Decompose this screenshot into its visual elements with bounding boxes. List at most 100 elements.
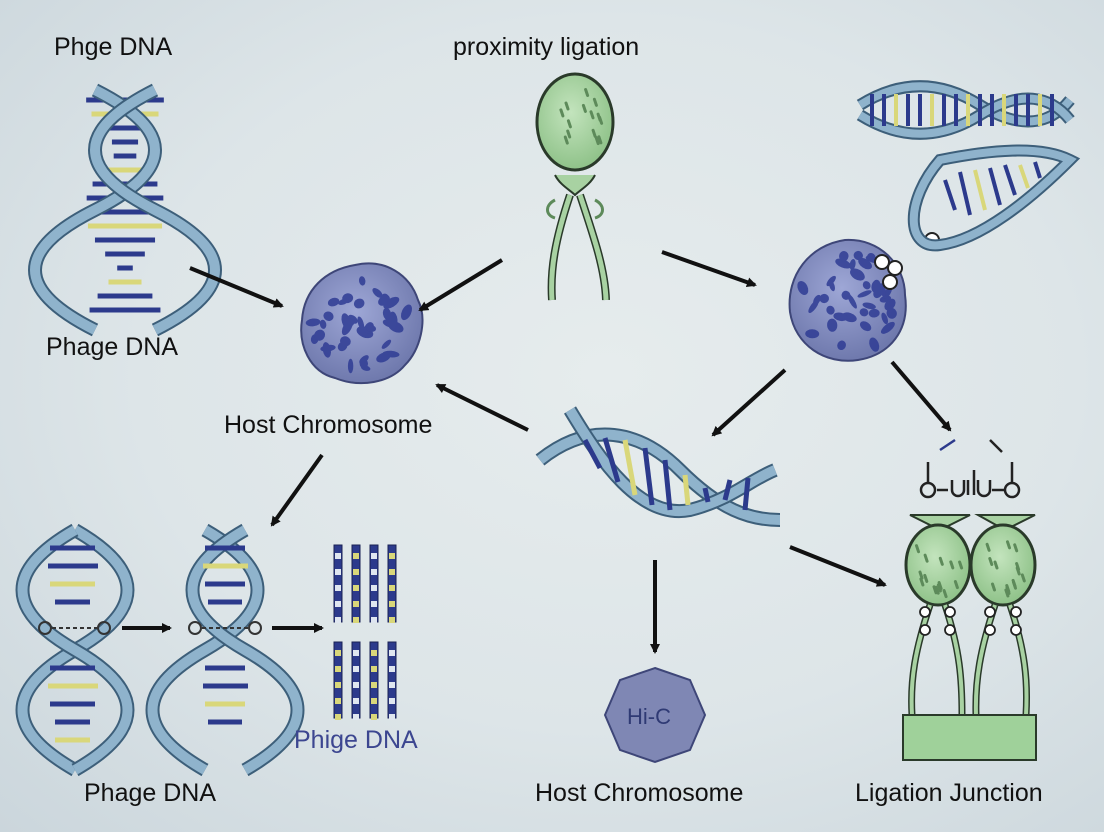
chromatin-blob (857, 290, 872, 298)
capsid-mark (915, 544, 920, 554)
fragment-segment (371, 698, 377, 704)
label-top-left: Phge DNA (54, 33, 173, 61)
capsid-mark (589, 110, 595, 120)
capsid-mark (1006, 540, 1011, 550)
capsid-mark (936, 583, 942, 593)
fragment-segment (335, 553, 341, 559)
label-bottom-left-blue: Phige DNA (294, 726, 418, 754)
fragment-segment (389, 714, 395, 720)
label-bottom-right: Ligation Junction (855, 779, 1043, 807)
capsid-mark (932, 585, 938, 595)
dna-helix-center (535, 406, 781, 527)
chromatin-blob (372, 288, 383, 298)
chromatin-blob (305, 318, 321, 327)
chromatin-blob (819, 293, 829, 304)
chromatin-blob (866, 253, 876, 262)
flow-arrows (122, 250, 952, 654)
chromatin-blob (357, 316, 365, 331)
capsid-mark (988, 557, 994, 566)
chromatin-blob (323, 311, 334, 321)
chromatin-blob (805, 329, 820, 339)
capsid-mark (993, 560, 999, 570)
fragment-segment (371, 650, 377, 656)
capsid-mark (938, 556, 944, 566)
chromatin-blob (361, 365, 371, 371)
capsid-mark (1015, 566, 1021, 576)
chromatin-blob (850, 268, 865, 281)
fragment-segment (371, 585, 377, 591)
capsid-mark (594, 136, 600, 146)
label-hic: Hi-C (627, 704, 671, 729)
chromatin-blob (841, 290, 851, 300)
chromatin-blob (862, 302, 876, 310)
fragment-segment (353, 714, 359, 720)
capsid-mark (598, 115, 604, 125)
chromatin-blob (849, 258, 856, 271)
fragment-segment (353, 553, 359, 559)
fragment-segment (389, 617, 395, 623)
capsid-mark (1004, 588, 1010, 598)
capsid-mark (1013, 543, 1019, 553)
capsid-mark (559, 108, 565, 118)
ligation-sites (919, 438, 1021, 499)
chromatin-blob (314, 329, 326, 341)
capsid-mark (1012, 580, 1017, 590)
dna-fragment-bars (333, 544, 397, 720)
chromatin-blob (347, 358, 354, 374)
chromatin-blob (833, 312, 848, 322)
chromatin-blob (886, 307, 897, 319)
fragment-segment (353, 666, 359, 672)
chromatin-blob (827, 318, 838, 332)
fragment-segment (353, 585, 359, 591)
chromatin-blob (853, 250, 863, 261)
fragment-segment (335, 682, 341, 688)
fragment-segment (335, 714, 341, 720)
fragment-segment (335, 650, 341, 656)
chromatin-blob (338, 298, 350, 305)
chromatin-blob (797, 281, 809, 295)
capsid-mark (923, 553, 929, 563)
fragment-segment (371, 569, 377, 575)
capsid-mark (591, 128, 597, 138)
dna-helix-bottom-2 (145, 523, 305, 777)
capsid-mark (584, 88, 590, 97)
label-center: Host Chromosome (224, 411, 433, 439)
chromatin-blob (859, 321, 872, 332)
host-chromosome-left (300, 262, 424, 385)
capsid-mark (1005, 584, 1011, 593)
label-left-mid: Phage DNA (46, 333, 179, 361)
capsid-mark (991, 582, 996, 592)
fragment-segment (389, 569, 395, 575)
fragment-segment (353, 650, 359, 656)
chromatin-blob (358, 276, 366, 286)
chromatin-blob (808, 299, 819, 313)
chromatin-blob (880, 286, 887, 297)
fragment-segment (371, 714, 377, 720)
fragment-segment (335, 698, 341, 704)
chromatin-blob (340, 336, 351, 347)
chromatin-blob (837, 340, 846, 351)
capsid-mark (919, 577, 925, 587)
fragment-segment (353, 617, 359, 623)
fragment-segment (335, 617, 341, 623)
capsid-mark (985, 542, 991, 552)
chromatin-blob (376, 352, 391, 363)
chromatin-blob (388, 321, 404, 333)
fragment-segment (353, 682, 359, 688)
fragment-segment (335, 666, 341, 672)
capsid-mark (958, 560, 964, 570)
hic-node (603, 666, 707, 764)
dna-helix-top-left (28, 83, 222, 337)
fragment-segment (389, 666, 395, 672)
capsid-mark (953, 580, 959, 590)
chromatin-blob (327, 297, 340, 307)
fragment-segment (389, 601, 395, 607)
chromatin-blob (869, 337, 880, 352)
capsid-mark (592, 97, 598, 107)
chromatin-blob (366, 325, 377, 333)
capsid-mark (563, 135, 569, 145)
fragment-segment (371, 617, 377, 623)
dna-helix-top-right (856, 80, 1081, 252)
capsid-mark (949, 560, 955, 570)
